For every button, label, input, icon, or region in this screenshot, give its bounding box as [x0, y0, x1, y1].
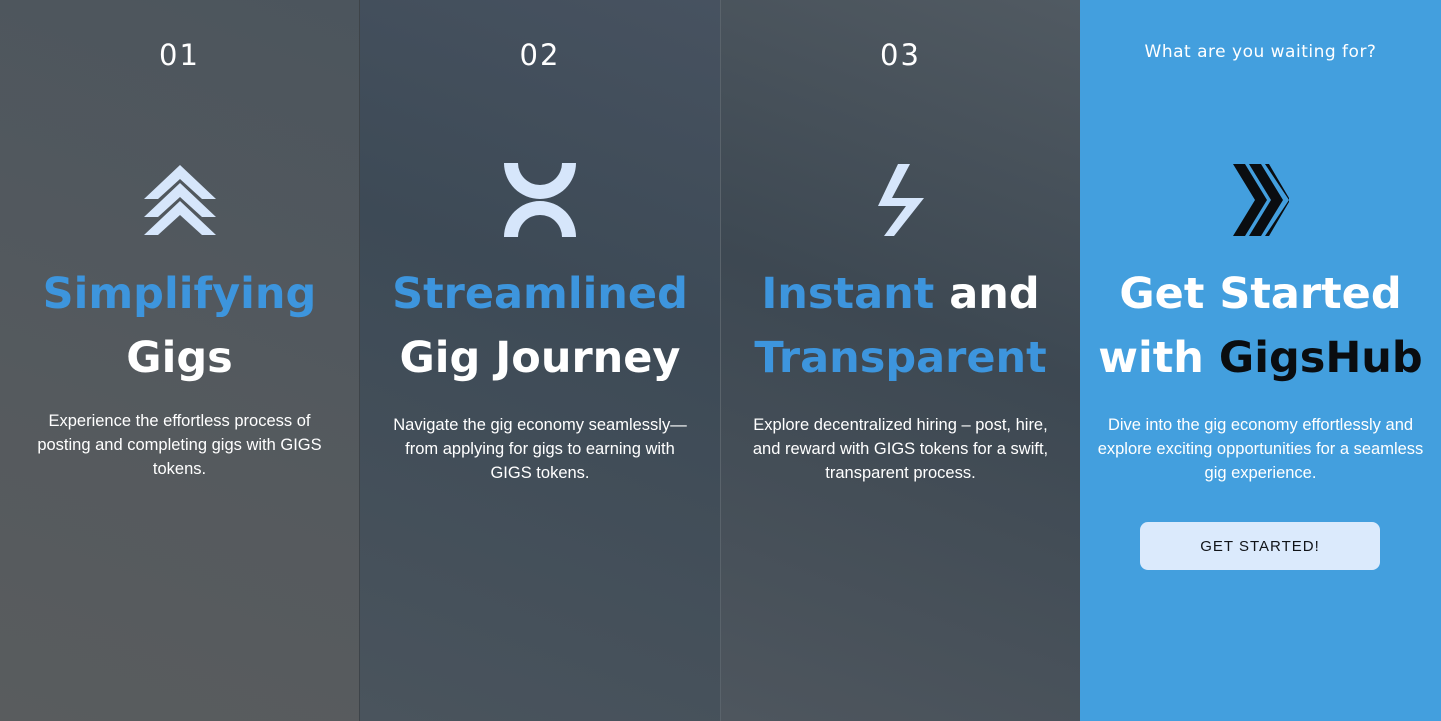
heading-rest: Gig Journey	[399, 333, 681, 383]
step-heading: Simplifying Gigs	[0, 262, 359, 390]
heading-rest: Gigs	[126, 333, 233, 383]
heading-accent: Simplifying	[42, 269, 317, 319]
step-heading: Streamlined Gig Journey	[360, 262, 720, 390]
chevrons-up-icon	[0, 160, 359, 240]
step-number: 01	[159, 38, 200, 72]
cta-heading: Get Started with GigsHub	[1080, 262, 1441, 390]
step-panel-03: 03 Instant and Transparent Explore decen…	[721, 0, 1080, 721]
step-panel-01: 01 Simplifying Gigs Experience the effor…	[0, 0, 360, 721]
heading-mid: and	[949, 269, 1040, 319]
step-number: 02	[519, 38, 561, 72]
heading-line1: Get Started	[1119, 269, 1402, 319]
cta-panel: What are you waiting for? Get Started wi…	[1080, 0, 1441, 721]
journey-icon	[360, 160, 720, 240]
step-panel-02: 02 Streamlined Gig Journey Navigate the …	[360, 0, 721, 721]
step-number: 03	[880, 38, 921, 72]
heading-accent-1: Instant	[761, 269, 935, 319]
heading-accent-2: Transparent	[754, 333, 1047, 383]
get-started-button[interactable]: GET STARTED!	[1140, 522, 1380, 570]
heading-with: with	[1098, 333, 1204, 383]
step-description: Navigate the gig economy seamlessly—from…	[393, 416, 687, 482]
step-description: Explore decentralized hiring – post, hir…	[752, 416, 1049, 482]
heading-brand: GigsHub	[1218, 333, 1423, 383]
step-heading: Instant and Transparent	[721, 262, 1080, 390]
fast-forward-icon	[1080, 160, 1441, 240]
step-description: Experience the effortless process of pos…	[37, 412, 322, 478]
lightning-icon	[721, 160, 1080, 240]
heading-accent: Streamlined	[392, 269, 688, 319]
cta-description: Dive into the gig economy effortlessly a…	[1097, 416, 1424, 482]
cta-tagline: What are you waiting for?	[1144, 42, 1377, 62]
